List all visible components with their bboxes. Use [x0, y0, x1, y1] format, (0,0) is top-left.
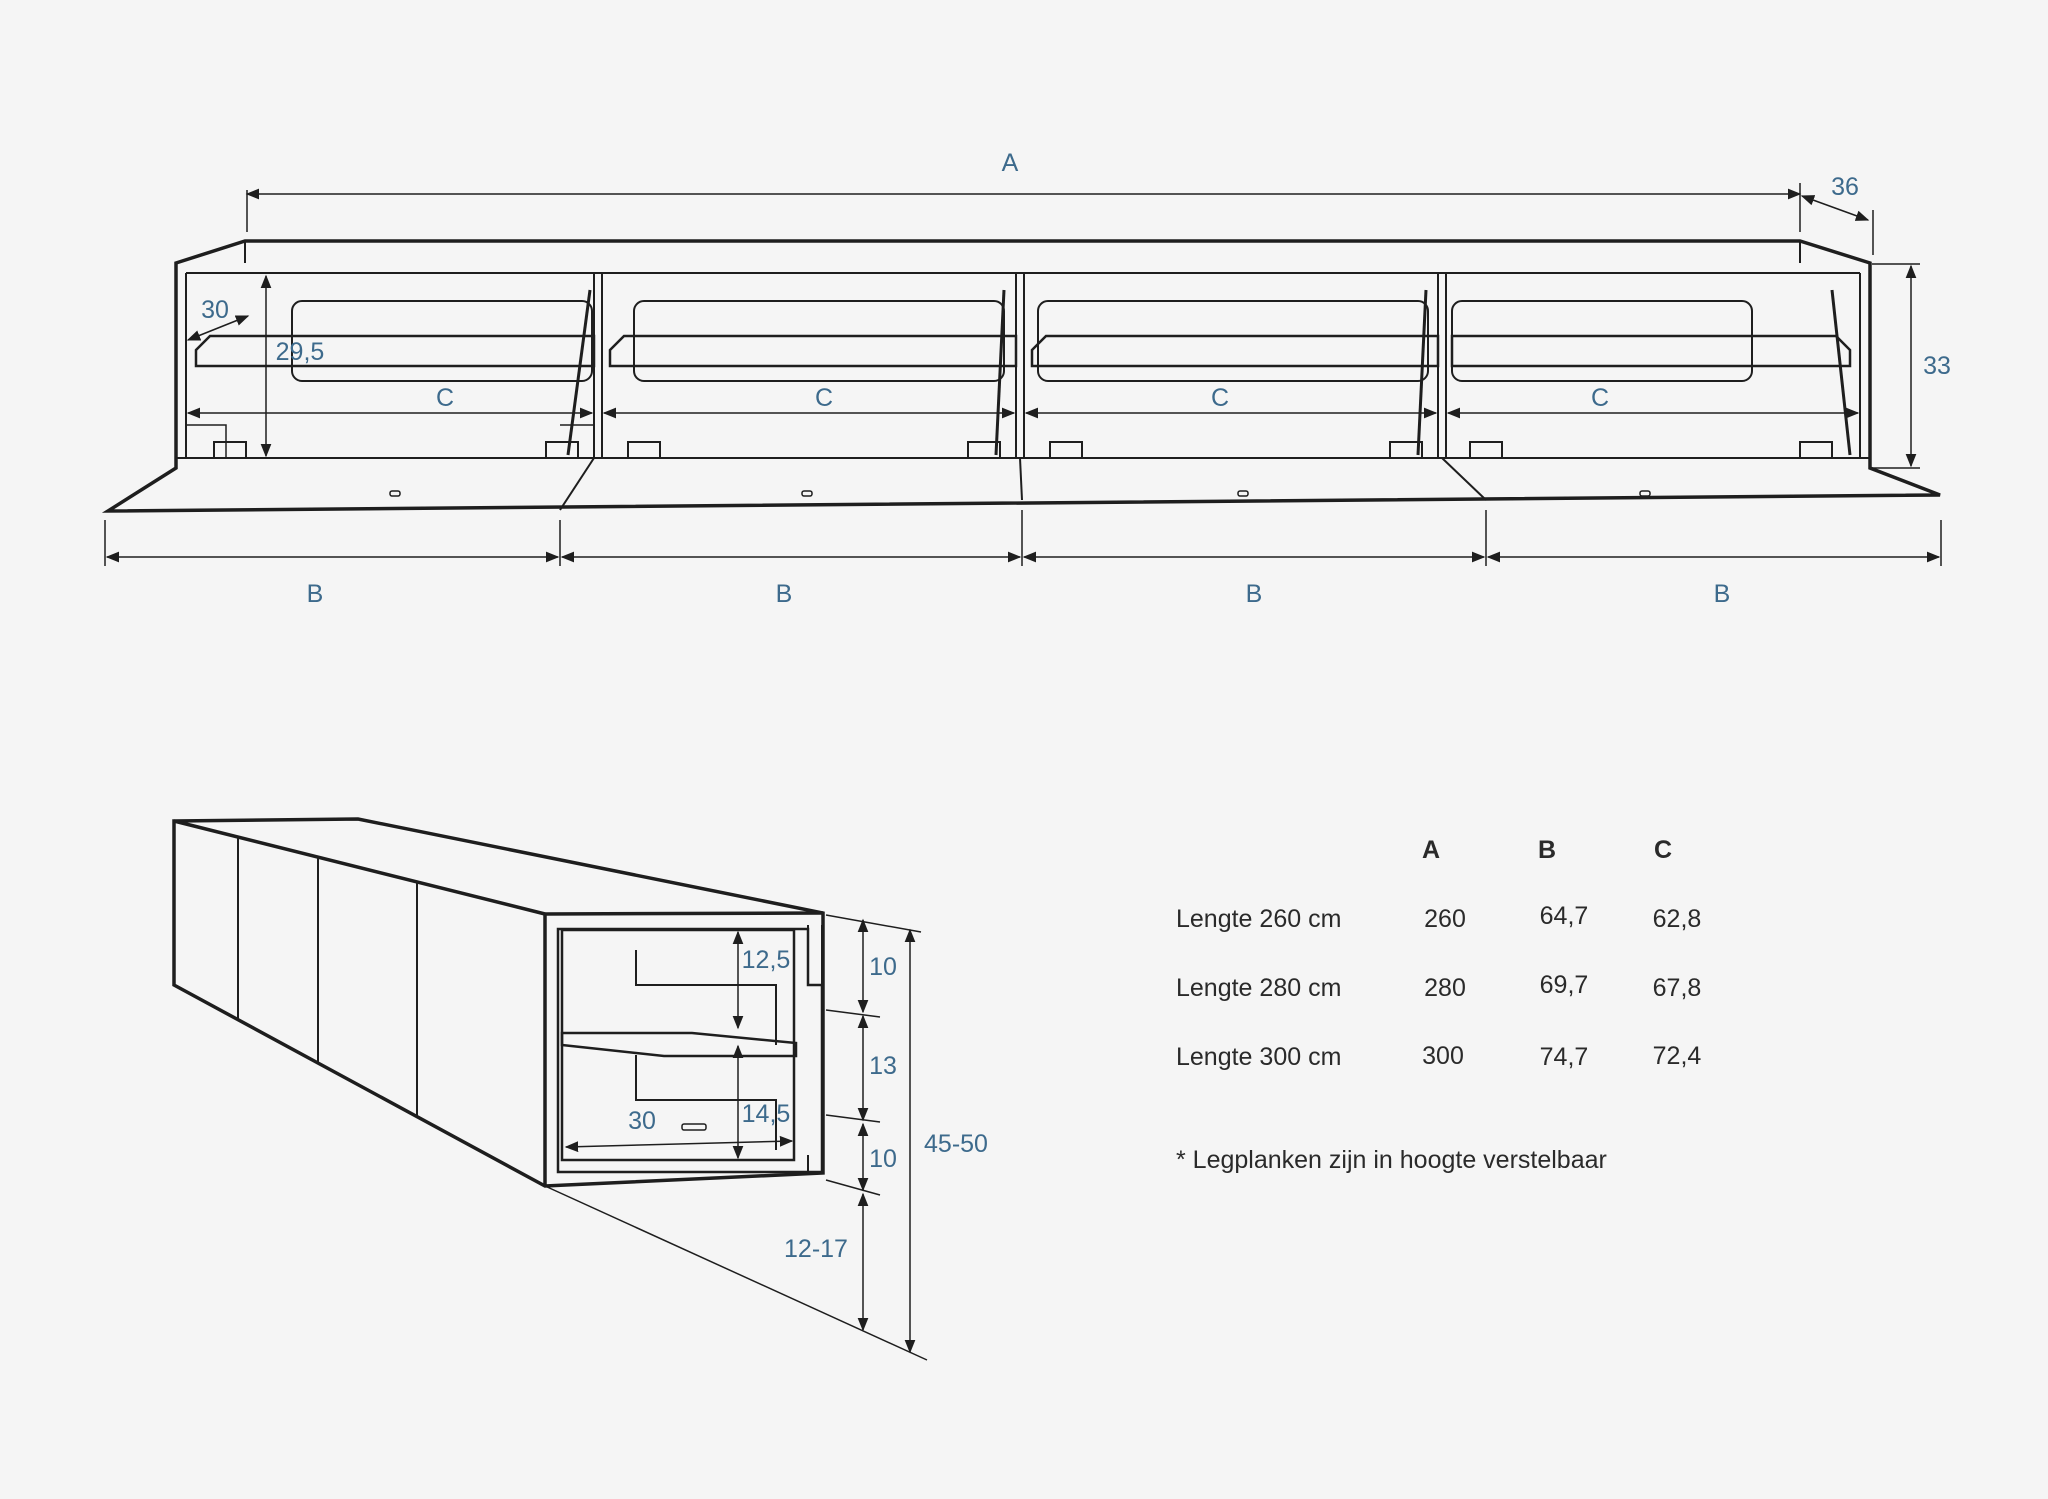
- label-inner-width: C: [1591, 384, 1609, 412]
- row-value-c: 62,8: [1653, 905, 1702, 933]
- row-label: Lengte 260 cm: [1176, 905, 1341, 933]
- shelves: [194, 334, 1852, 368]
- label-shelf-depth: 30: [628, 1107, 656, 1135]
- table-row: Lengte 280 cm 280 69,7 67,8: [1176, 971, 1701, 1002]
- row-value-a: 280: [1424, 974, 1466, 1002]
- label-door-width: B: [307, 580, 324, 608]
- table-row: Lengte 300 cm 300 74,7 72,4: [1176, 1042, 1701, 1071]
- label-depth: 36: [1831, 173, 1859, 201]
- label-overall-width: A: [1002, 149, 1019, 177]
- dimension-lines: [104, 183, 1942, 566]
- side-view: 10 12,5 13 14,5 30 10 45-50 12-17: [172, 817, 988, 1361]
- label-door-width: B: [1714, 580, 1731, 608]
- label-inner-width: C: [436, 384, 454, 412]
- table-header-b: B: [1538, 836, 1556, 864]
- label-floor-gap: 12-17: [784, 1235, 848, 1263]
- row-value-c: 67,8: [1653, 974, 1702, 1002]
- table-header-a: A: [1422, 836, 1440, 864]
- row-value-b: 64,7: [1540, 902, 1589, 930]
- row-value-b: 69,7: [1540, 971, 1589, 999]
- label-upper-shelf-height: 12,5: [742, 946, 791, 974]
- label-shelf-depth: 30: [201, 296, 229, 324]
- label-total-height: 45-50: [924, 1130, 988, 1158]
- front-view: A 36 33 30 29,5 C C C C B B B B: [101, 149, 1951, 608]
- door-seams: [389, 457, 1651, 511]
- table-header-c: C: [1654, 836, 1672, 864]
- row-label: Lengte 280 cm: [1176, 974, 1341, 1002]
- gas-struts: [566, 289, 1852, 456]
- label-height: 33: [1923, 352, 1951, 380]
- row-label: Lengte 300 cm: [1176, 1043, 1341, 1071]
- label-inner-width: C: [815, 384, 833, 412]
- label-door-width: B: [776, 580, 793, 608]
- row-value-a: 260: [1424, 905, 1466, 933]
- label-door-width: B: [1246, 580, 1263, 608]
- table-row: Lengte 260 cm 260 64,7 62,8: [1176, 902, 1701, 933]
- label-top-gap: 10: [869, 953, 897, 981]
- back-openings: [186, 300, 1753, 458]
- row-value-a: 300: [1422, 1042, 1464, 1070]
- label-lower-shelf-height: 14,5: [742, 1100, 791, 1128]
- label-inner-width: C: [1211, 384, 1229, 412]
- label-inner-height: 29,5: [276, 338, 325, 366]
- label-middle-gap: 13: [869, 1052, 897, 1080]
- row-value-b: 74,7: [1540, 1043, 1589, 1071]
- table-footnote: * Legplanken zijn in hoogte verstelbaar: [1176, 1146, 1607, 1174]
- cabinet-outline: [101, 239, 1941, 513]
- row-value-c: 72,4: [1653, 1042, 1702, 1070]
- label-bottom-gap: 10: [869, 1145, 897, 1173]
- dimensions-table: A B C Lengte 260 cm 260 64,7 62,8 Lengte…: [1176, 836, 1701, 1174]
- hinges: [213, 441, 1833, 459]
